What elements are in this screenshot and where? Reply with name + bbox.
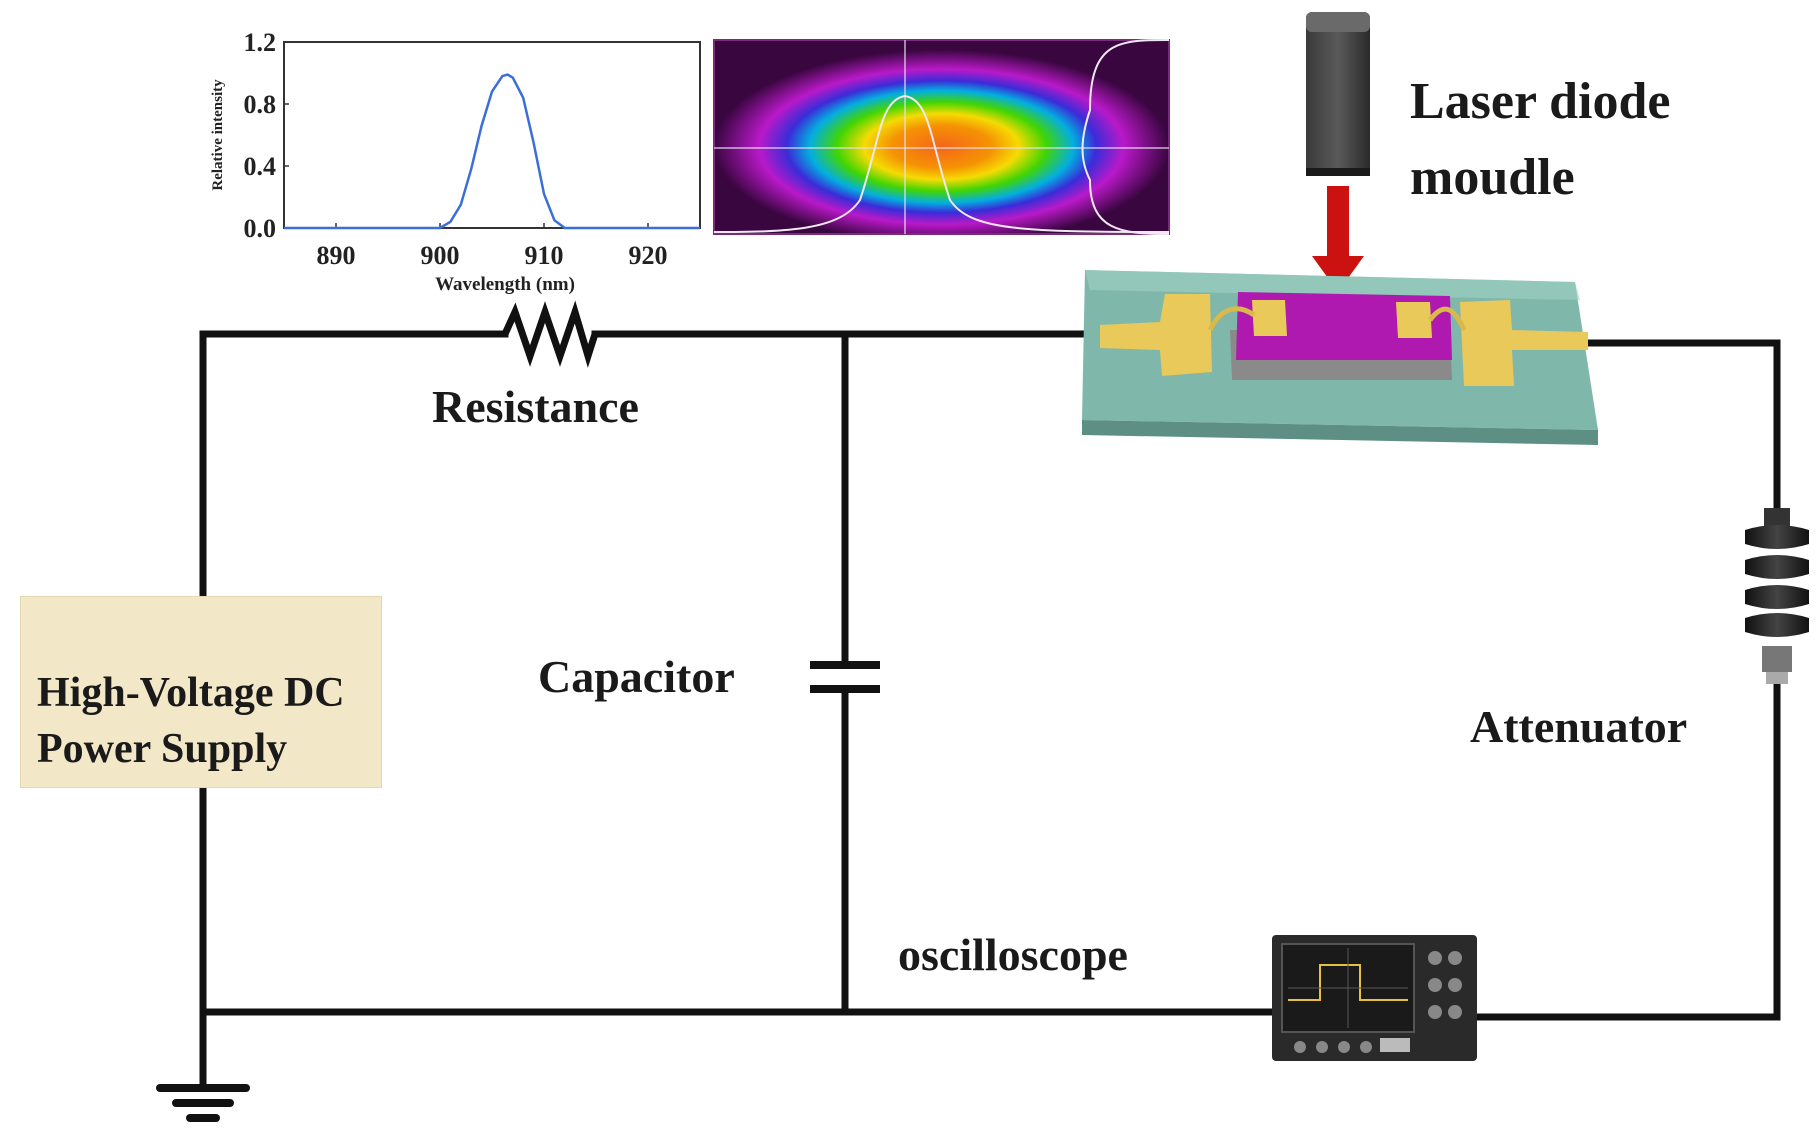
x-tick-label: 910 bbox=[525, 241, 564, 270]
attenuator-label: Attenuator bbox=[1470, 701, 1688, 752]
y-axis-label: Relative intensity bbox=[210, 79, 226, 191]
x-tick-label: 900 bbox=[421, 241, 460, 270]
x-tick-label: 890 bbox=[317, 241, 356, 270]
device-chip bbox=[1082, 270, 1598, 445]
x-tick-label: 920 bbox=[629, 241, 668, 270]
oscilloscope-label: oscilloscope bbox=[898, 929, 1128, 980]
laser-diode-label-line2: moudle bbox=[1410, 149, 1575, 206]
plot-frame bbox=[283, 41, 701, 229]
laser-beam-arrow bbox=[1312, 186, 1364, 292]
power-supply-label-line2: Power Supply bbox=[37, 726, 288, 772]
ground-symbol bbox=[156, 1084, 250, 1122]
laser-diode-label-line1: Laser diode bbox=[1410, 73, 1671, 130]
attenuator-device bbox=[1745, 508, 1809, 684]
capacitor-label: Capacitor bbox=[538, 651, 735, 702]
spectrum-series-line bbox=[284, 73, 700, 230]
oscilloscope-device bbox=[1272, 935, 1477, 1061]
x-axis-label: Wavelength (nm) bbox=[435, 274, 575, 295]
power-supply-label-line1: High-Voltage DC bbox=[37, 670, 345, 716]
y-tick-label: 0.0 bbox=[244, 214, 277, 243]
resistor-symbol bbox=[501, 300, 599, 368]
y-tick-label: 0.8 bbox=[244, 90, 277, 119]
beam-profile-image bbox=[713, 39, 1170, 235]
spectrum-chart: 890 900 910 920 0.0 0.4 0.8 1.2 Relative intens… bbox=[210, 28, 701, 295]
capacitor-symbol bbox=[810, 661, 880, 693]
y-tick-label: 0.4 bbox=[244, 152, 277, 181]
power-supply-box: High-Voltage DC Power Supply bbox=[20, 596, 382, 788]
circuit-wires bbox=[199, 330, 1781, 1089]
resistance-label: Resistance bbox=[432, 381, 639, 432]
laser-diode-label: Laser diode moudle bbox=[1410, 64, 1671, 216]
laser-diode-module bbox=[1306, 12, 1370, 176]
y-tick-label: 1.2 bbox=[244, 28, 277, 57]
